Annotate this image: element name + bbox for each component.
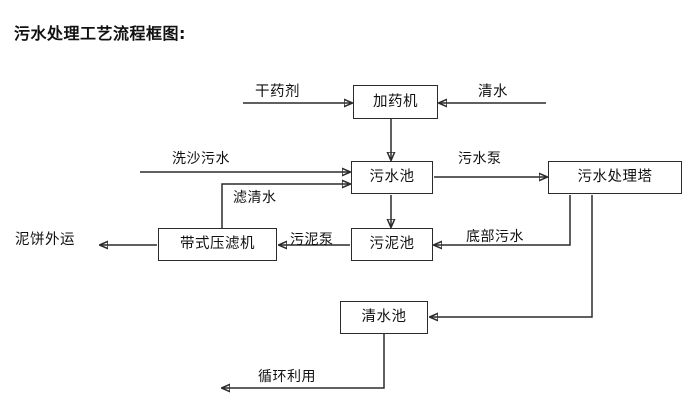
edge-label-filtered-clear-water: 滤清水: [233, 190, 277, 206]
node-wastewater-pool[interactable]: 污水池: [351, 161, 433, 194]
node-clear-water-pool[interactable]: 清水池: [340, 301, 428, 334]
wire-filtered-water-to-wastewater-pool: [221, 184, 350, 228]
node-label-dosing-machine: 加药机: [373, 93, 418, 110]
node-label-clear-water-pool: 清水池: [361, 309, 407, 326]
node-label-wastewater-pool: 污水池: [369, 169, 415, 186]
node-sludge-pool[interactable]: 污泥池: [351, 228, 433, 261]
terminal-mud-cake-output: 泥饼外运: [15, 232, 75, 248]
node-label-sludge-pool: 污泥池: [369, 236, 415, 253]
node-treatment-tower[interactable]: 污水处理塔: [548, 161, 682, 194]
wire-tower-bottom-to-sludge-pool: [434, 195, 571, 245]
edge-label-recycle-reuse: 循环利用: [258, 369, 316, 385]
node-belt-filter-press[interactable]: 带式压滤机: [158, 228, 277, 261]
edge-label-bottom-wastewater: 底部污水: [466, 229, 524, 245]
terminal-dry-chemical-input: 干药剂: [255, 84, 300, 100]
terminal-clean-water-input: 清水: [478, 84, 508, 100]
node-dosing-machine[interactable]: 加药机: [353, 85, 438, 119]
edge-label-sand-wash-wastewater: 洗沙污水: [172, 151, 230, 167]
wire-tower-to-clear-water-pool: [430, 195, 593, 317]
node-label-treatment-tower: 污水处理塔: [577, 169, 653, 186]
page-title: 污水处理工艺流程框图:: [14, 24, 186, 43]
wire-clear-water-pool-to-reuse: [222, 334, 385, 388]
node-label-belt-filter-press: 带式压滤机: [180, 236, 255, 253]
edge-label-sludge-pump: 污泥泵: [290, 232, 334, 248]
edge-label-wastewater-pump: 污水泵: [458, 151, 502, 167]
